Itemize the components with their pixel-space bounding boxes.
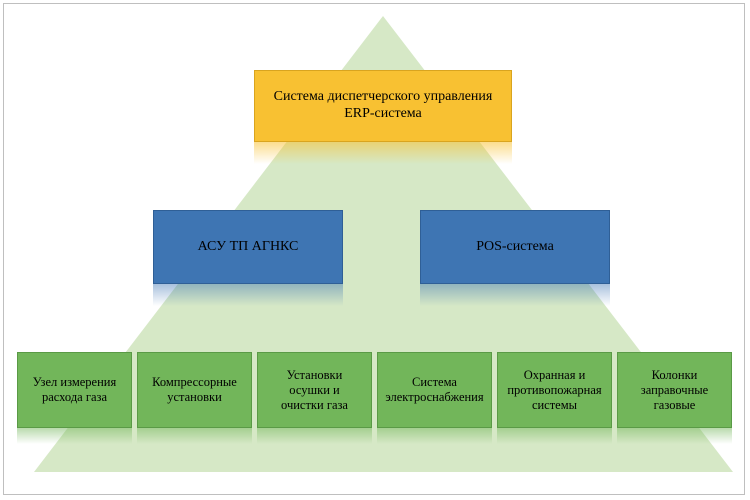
leaf-line: Установки	[286, 367, 343, 382]
mid-box-reflection-2	[420, 284, 610, 306]
top-box-line-2: ERP-система	[344, 106, 422, 121]
leaf-box-power-supply: Система электроснабжения	[377, 352, 492, 428]
leaf-line: заправочные	[640, 382, 709, 397]
leaf-reflection-3	[257, 428, 372, 444]
leaf-reflection-6	[617, 428, 732, 444]
leaf-line: электроснабжения	[385, 390, 484, 404]
top-box-reflection	[254, 142, 512, 164]
mid-box-label: АСУ ТП АГНКС	[197, 238, 299, 254]
leaf-box-compressors: Компрессорные установки	[137, 352, 252, 428]
top-level-box: Система диспетчерского управления ERP-си…	[254, 70, 512, 142]
leaf-reflection-4	[377, 428, 492, 444]
leaf-line: очистки газа	[281, 397, 348, 412]
leaf-line: Система	[412, 375, 457, 389]
leaf-line: Охранная и	[523, 367, 586, 382]
leaf-line: осушки и	[289, 382, 340, 397]
leaf-reflection-2	[137, 428, 252, 444]
mid-box-reflection-1	[153, 284, 343, 306]
leaf-box-dispensers: Колонки заправочные газовые	[617, 352, 732, 428]
mid-box-asu-tp: АСУ ТП АГНКС	[153, 210, 343, 284]
leaf-box-gas-metering: Узел измерения расхода газа	[17, 352, 132, 428]
leaf-line: Компрессорные	[152, 375, 237, 389]
leaf-reflection-1	[17, 428, 132, 444]
leaf-line: установки	[167, 390, 222, 404]
mid-box-label: POS-система	[476, 238, 554, 254]
leaf-line: расхода газа	[41, 390, 108, 404]
top-box-line-1: Система диспетчерского управления	[273, 89, 493, 105]
leaf-line: газовые	[653, 397, 696, 412]
leaf-line: противопожарная	[507, 382, 602, 397]
leaf-box-gas-drying: Установки осушки и очистки газа	[257, 352, 372, 428]
leaf-line: системы	[531, 397, 578, 412]
leaf-box-security-fire: Охранная и противопожарная системы	[497, 352, 612, 428]
leaf-line: Узел измерения	[32, 375, 117, 389]
mid-box-pos-system: POS-система	[420, 210, 610, 284]
leaf-line: Колонки	[651, 367, 698, 382]
leaf-reflection-5	[497, 428, 612, 444]
